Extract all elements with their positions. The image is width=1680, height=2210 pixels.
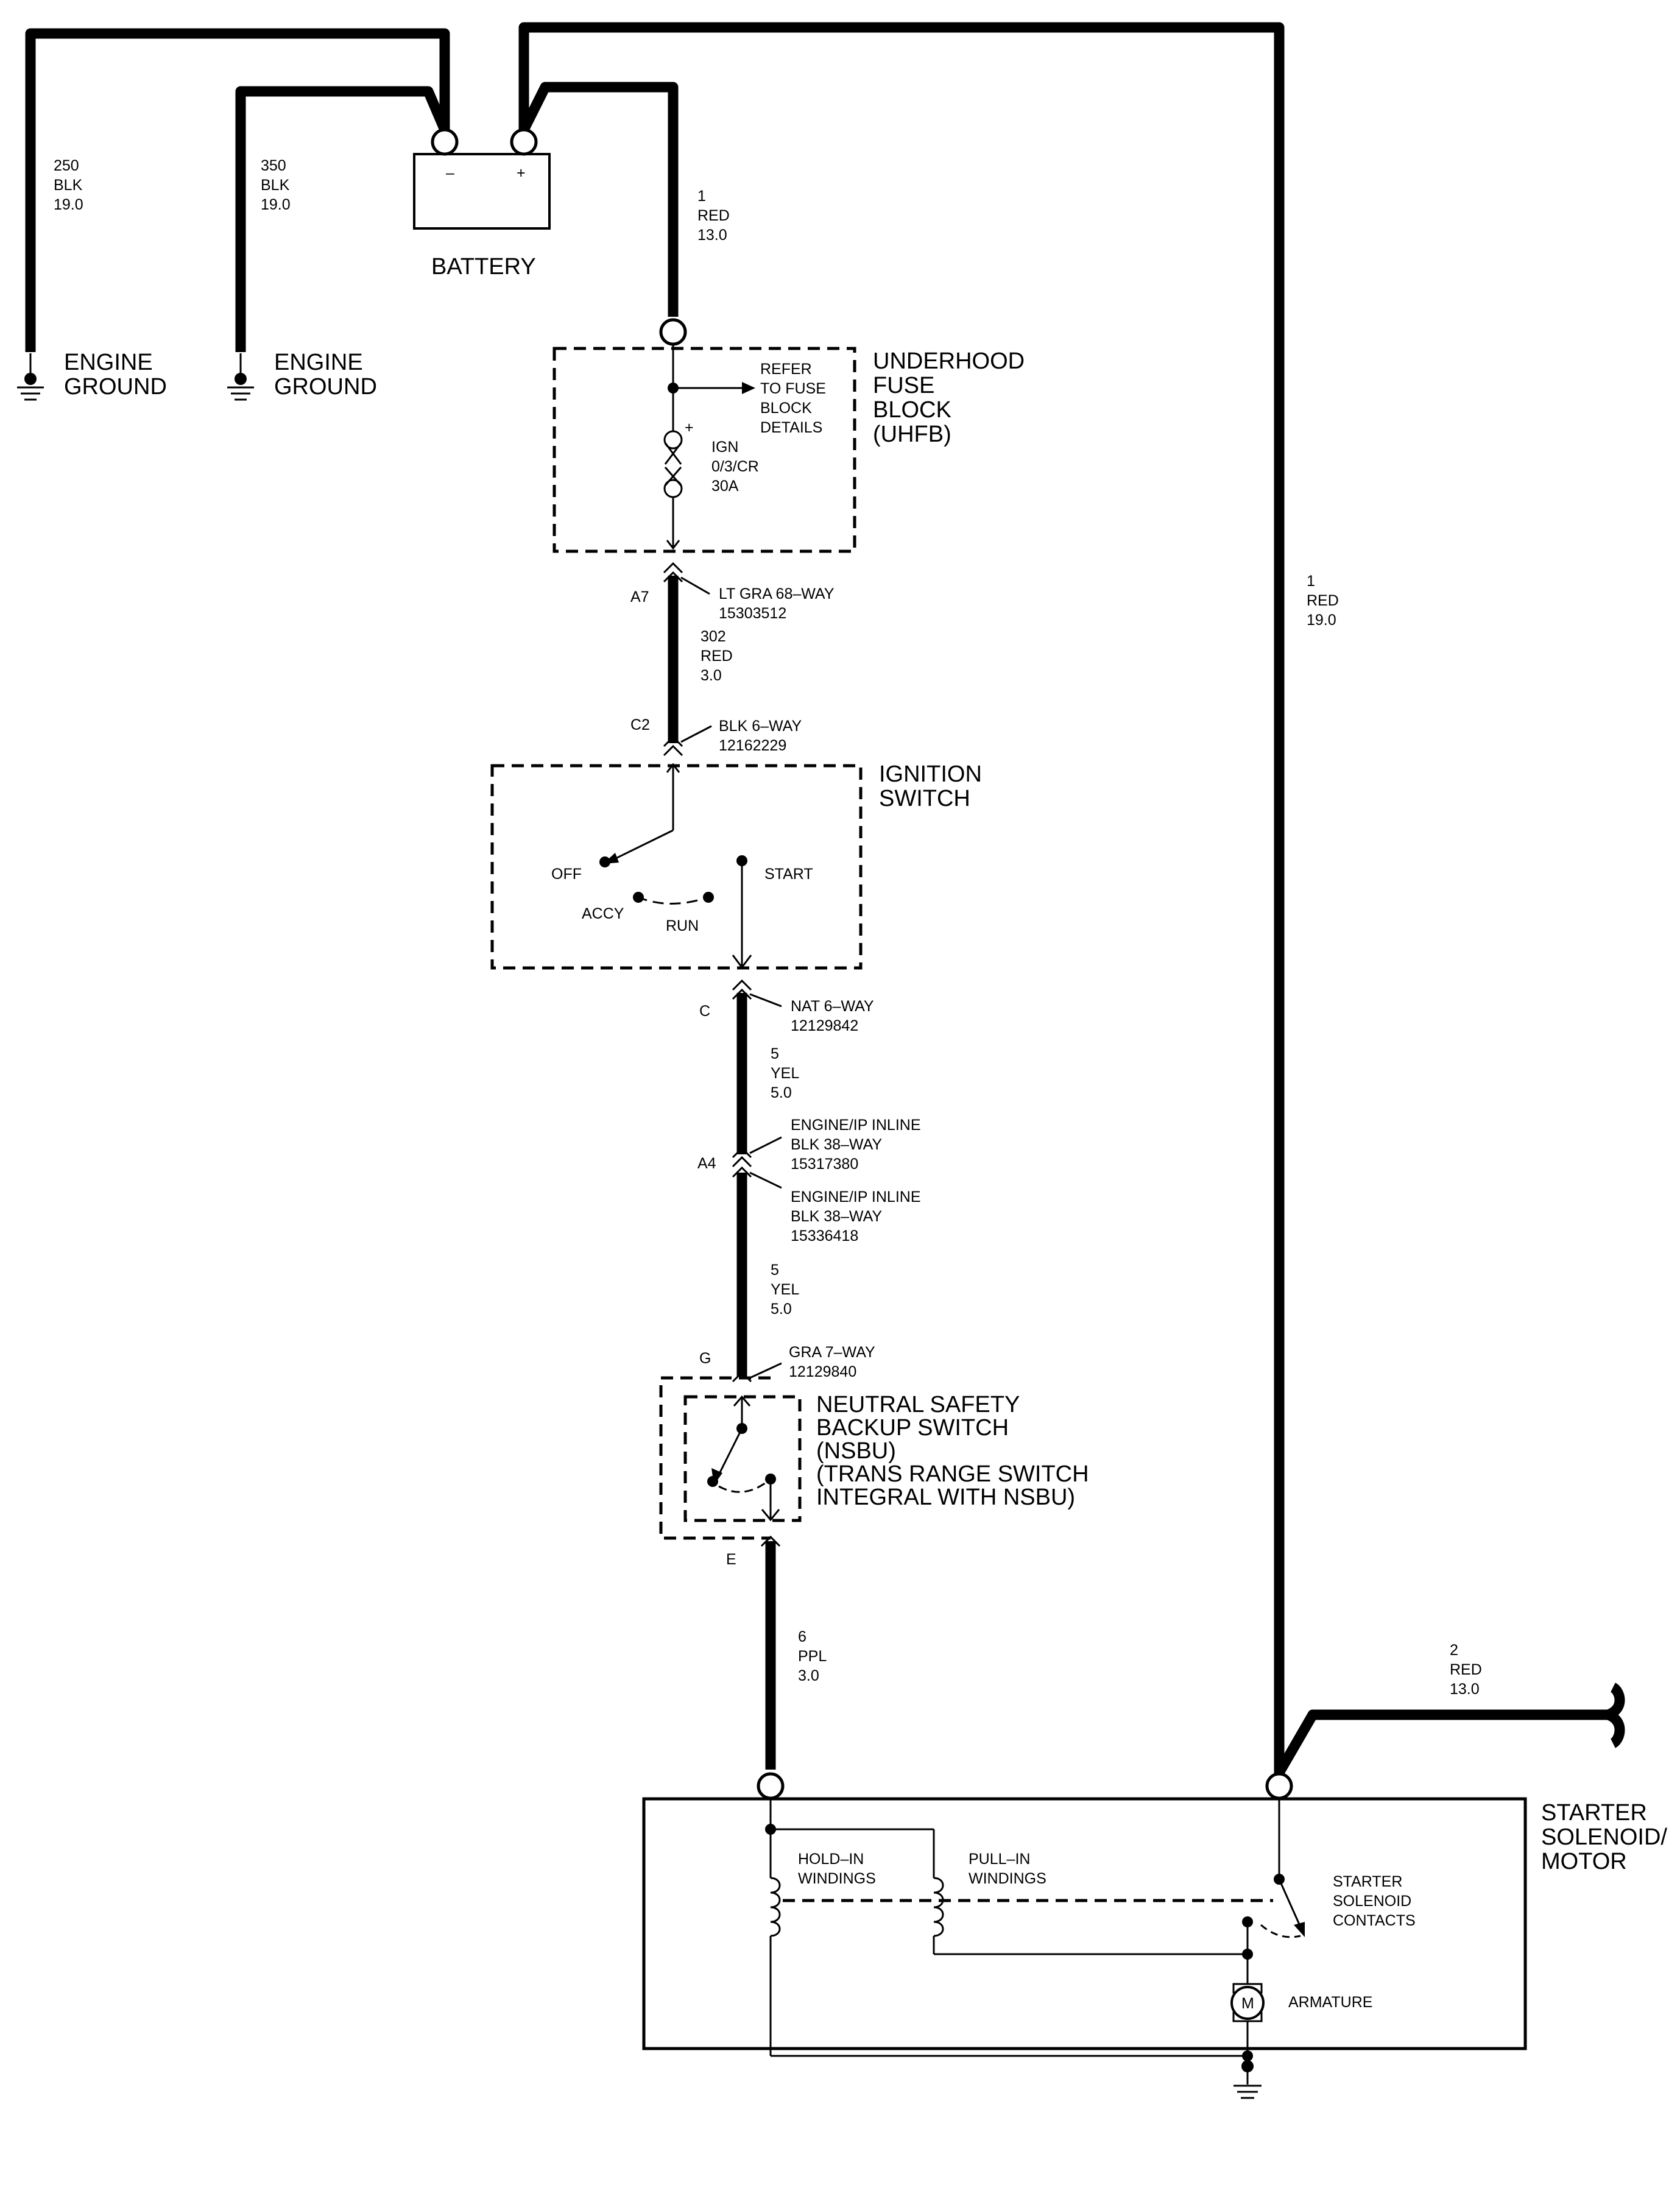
solenoid-contacts-icon bbox=[1260, 1879, 1305, 1938]
wire-2-red bbox=[1274, 1709, 1608, 1776]
starter-boundary bbox=[642, 1797, 1527, 2050]
battery-negative-sign: – bbox=[446, 164, 454, 182]
uhfb-internal-wiring bbox=[668, 344, 755, 431]
uhfb-input-terminal bbox=[659, 318, 687, 346]
connector-a4-leader-1 bbox=[749, 1136, 782, 1154]
connector-a7-icon bbox=[663, 562, 683, 583]
wire-350-blk bbox=[235, 86, 450, 352]
battery-positive-terminal bbox=[510, 128, 538, 156]
connector-e-icon bbox=[760, 1535, 781, 1547]
pin-c-label: C bbox=[699, 1003, 710, 1020]
wire-250-blk bbox=[25, 28, 450, 352]
fuse-icon bbox=[663, 430, 683, 550]
motor-icon bbox=[1230, 1983, 1265, 2022]
starter-b-terminal bbox=[1265, 1772, 1293, 1800]
wire-1-red-long bbox=[518, 22, 1285, 1776]
pin-e-label: E bbox=[726, 1551, 736, 1568]
pin-a4-label: A4 bbox=[697, 1155, 716, 1172]
pull-in-coil-icon bbox=[933, 1877, 944, 1937]
pin-c2-label: C2 bbox=[630, 716, 650, 733]
ignition-switch-contacts bbox=[599, 763, 752, 969]
ground-symbol-icon bbox=[227, 353, 254, 401]
ignition-off-label: OFF bbox=[551, 866, 582, 883]
nsbu-outer-boundary bbox=[659, 1376, 771, 1540]
ignition-switch-boundary bbox=[490, 764, 863, 970]
connector-c-leader bbox=[749, 993, 782, 1008]
connector-g-leader bbox=[749, 1362, 782, 1379]
pin-a7-label: A7 bbox=[630, 588, 649, 605]
battery-icon bbox=[413, 136, 551, 230]
motor-m-label: M bbox=[1241, 1995, 1254, 2012]
nsbu-switch-contacts bbox=[707, 1395, 780, 1522]
connector-a4-leader-2 bbox=[749, 1171, 782, 1189]
connector-a4-icon bbox=[732, 1146, 752, 1178]
open-connector-icon bbox=[1606, 1682, 1625, 1748]
wire-1-red-short bbox=[519, 82, 679, 317]
battery-label: BATTERY bbox=[431, 254, 536, 280]
pin-g-label: G bbox=[699, 1350, 711, 1367]
ground-symbol-icon bbox=[1234, 2060, 1262, 2099]
starter-internal-wiring bbox=[765, 1798, 1285, 2062]
ignition-start-label: START bbox=[764, 866, 813, 883]
ground-symbol-icon bbox=[17, 353, 44, 401]
nsbu-boundary bbox=[683, 1395, 802, 1522]
armature-label: ARMATURE bbox=[1288, 1994, 1372, 2011]
battery-positive-sign: + bbox=[517, 164, 526, 182]
connector-c2-icon bbox=[663, 735, 683, 757]
battery-negative-terminal bbox=[431, 128, 459, 156]
hold-in-coil-icon bbox=[770, 1877, 781, 1937]
starter-s-terminal bbox=[757, 1772, 785, 1800]
uhfb-boundary bbox=[552, 347, 856, 553]
connector-c2-leader bbox=[680, 725, 712, 743]
fuse-plus-sign: + bbox=[685, 419, 694, 436]
connector-a7-leader bbox=[680, 576, 710, 595]
connector-c-icon bbox=[732, 979, 752, 1000]
ignition-run-label: RUN bbox=[666, 917, 699, 934]
heavy-wires bbox=[25, 22, 1608, 1776]
ignition-accy-label: ACCY bbox=[582, 905, 624, 922]
